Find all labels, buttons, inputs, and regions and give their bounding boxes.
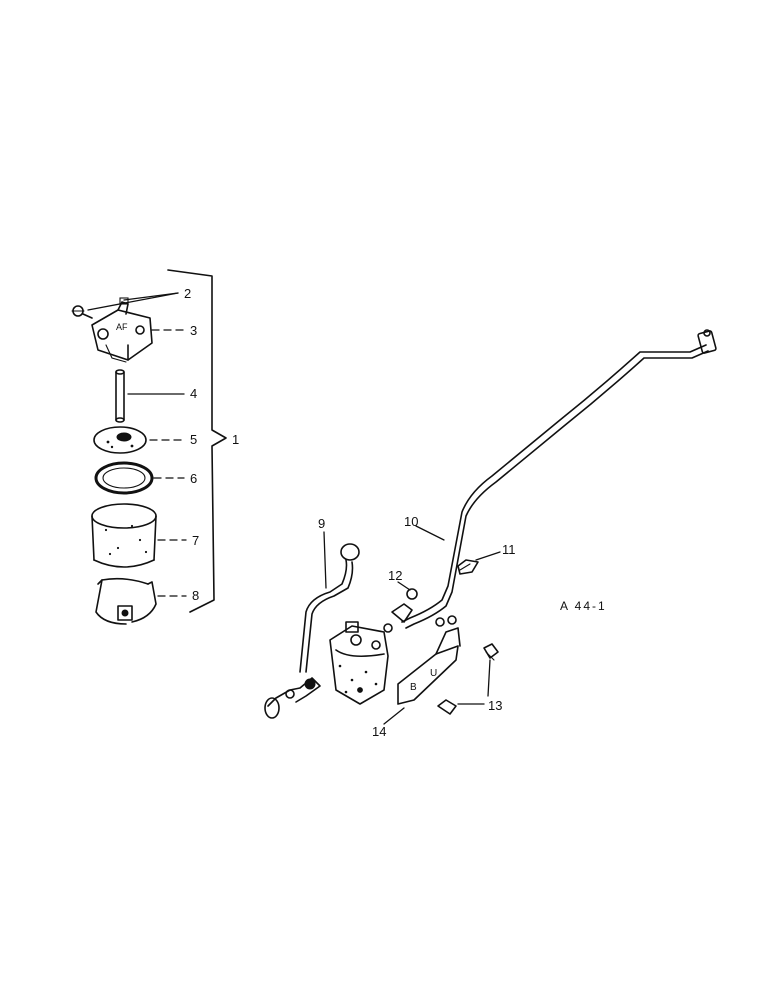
part-bolts <box>437 643 499 715</box>
part-center-tube <box>115 369 125 423</box>
callout-6: 6 <box>190 471 197 486</box>
callout-11: 11 <box>502 542 516 557</box>
bracket-marking: B <box>410 682 417 693</box>
callout-8: 8 <box>192 588 199 603</box>
callout-7: 7 <box>192 533 199 548</box>
callout-13: 13 <box>488 698 502 713</box>
callout-2: 2 <box>184 286 191 301</box>
part-mounting-bracket: B U <box>397 615 461 705</box>
part-screw <box>457 559 479 575</box>
part-seat-washer <box>93 426 147 454</box>
leader-lines <box>87 292 501 725</box>
callout-labels: 2 3 4 1 5 6 7 8 9 10 11 12 13 14 <box>184 286 516 739</box>
part-sealing-ring <box>94 461 154 495</box>
part-injection-pipe <box>299 543 360 673</box>
part-fitting <box>383 588 418 633</box>
callout-4: 4 <box>190 386 197 401</box>
callout-5: 5 <box>190 432 197 447</box>
callout-10: 10 <box>404 514 418 529</box>
callout-3: 3 <box>190 323 197 338</box>
head-marking: AF <box>116 322 128 332</box>
part-filter-element <box>91 503 157 568</box>
part-filter-head: AF <box>91 297 153 363</box>
callout-14: 14 <box>372 724 386 739</box>
part-retaining-clip <box>95 577 157 625</box>
bracket-marking-2: U <box>430 668 437 679</box>
part-bleed-screw <box>71 305 93 319</box>
part-fuel-pipe <box>401 329 717 629</box>
diagram-reference-code: A 44-1 <box>560 599 607 613</box>
part-banjo-bolt <box>264 677 321 719</box>
callout-9: 9 <box>318 516 325 531</box>
callout-12: 12 <box>388 568 402 583</box>
callout-1: 1 <box>232 432 239 447</box>
part-filter-assembly <box>329 621 389 705</box>
assembly-bracket <box>167 269 227 613</box>
